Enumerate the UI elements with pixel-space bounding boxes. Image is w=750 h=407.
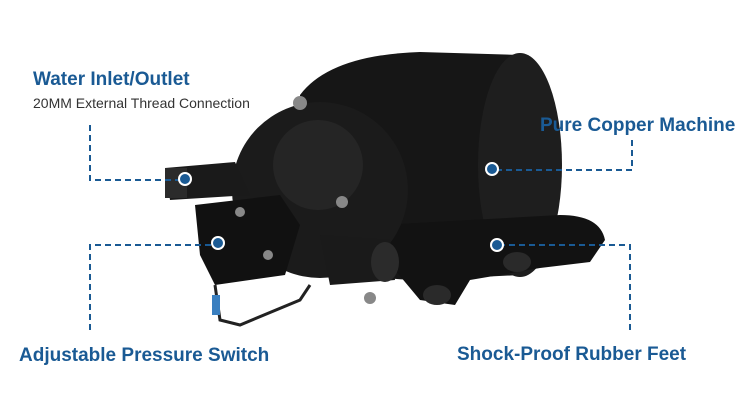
copper-marker — [485, 162, 499, 176]
water-inlet-sublabel: 20MM External Thread Connection — [33, 95, 250, 111]
water-inlet-label: Water Inlet/Outlet — [33, 69, 190, 90]
switch-marker — [211, 236, 225, 250]
rubber-feet-label: Shock-Proof Rubber Feet — [457, 344, 687, 365]
copper-label: Pure Copper Machine — [540, 115, 736, 136]
inlet-marker — [178, 172, 192, 186]
pressure-switch-label: Adjustable Pressure Switch — [19, 345, 270, 366]
feet-marker — [490, 238, 504, 252]
pump-body — [165, 52, 605, 327]
callout-lines — [89, 125, 633, 330]
